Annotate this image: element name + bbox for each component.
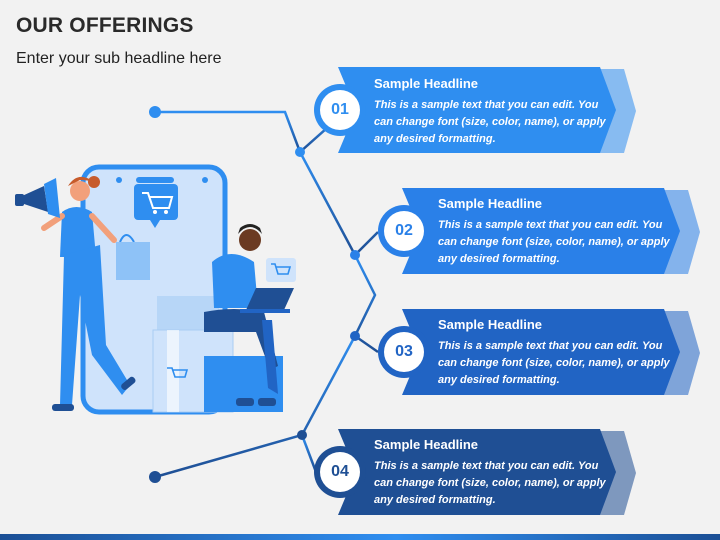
- offering-headline-3: Sample Headline: [438, 317, 543, 332]
- offering-text-3: This is a sample text that you can edit.…: [438, 340, 670, 386]
- offering-number-4: 04: [320, 452, 360, 492]
- woman-figure: [41, 176, 136, 411]
- page-title: OUR OFFERINGS: [16, 14, 194, 37]
- connector-dots: [149, 106, 360, 483]
- page-subtitle: Enter your sub headline here: [16, 50, 222, 67]
- cart-bubble-icon: [134, 184, 178, 228]
- offering-number-1: 01: [320, 90, 360, 130]
- bottom-accent-bar: [0, 534, 720, 540]
- connector-end-top: [149, 106, 161, 118]
- megaphone-icon: [15, 178, 60, 218]
- offering-headline-4: Sample Headline: [374, 437, 479, 452]
- laptop-icon: [240, 288, 294, 313]
- offering-number-3: 03: [384, 332, 424, 372]
- connector-end-bottom: [149, 471, 161, 483]
- offering-card-2: Sample Headline This is a sample text th…: [438, 196, 678, 268]
- offering-text-1: This is a sample text that you can edit.…: [374, 99, 606, 145]
- offering-card-1: Sample Headline This is a sample text th…: [374, 76, 614, 148]
- offering-headline-2: Sample Headline: [438, 196, 543, 211]
- offering-text-2: This is a sample text that you can edit.…: [438, 219, 670, 265]
- offering-text-4: This is a sample text that you can edit.…: [374, 460, 606, 506]
- offering-card-3: Sample Headline This is a sample text th…: [438, 317, 678, 389]
- small-cart-icon: [266, 258, 296, 282]
- offering-headline-1: Sample Headline: [374, 76, 479, 91]
- offering-card-4: Sample Headline This is a sample text th…: [374, 437, 614, 509]
- man-figure: [204, 224, 278, 406]
- offering-number-2: 02: [384, 211, 424, 251]
- shopping-bag-icon: [116, 234, 150, 280]
- shopping-illustration: [15, 164, 296, 415]
